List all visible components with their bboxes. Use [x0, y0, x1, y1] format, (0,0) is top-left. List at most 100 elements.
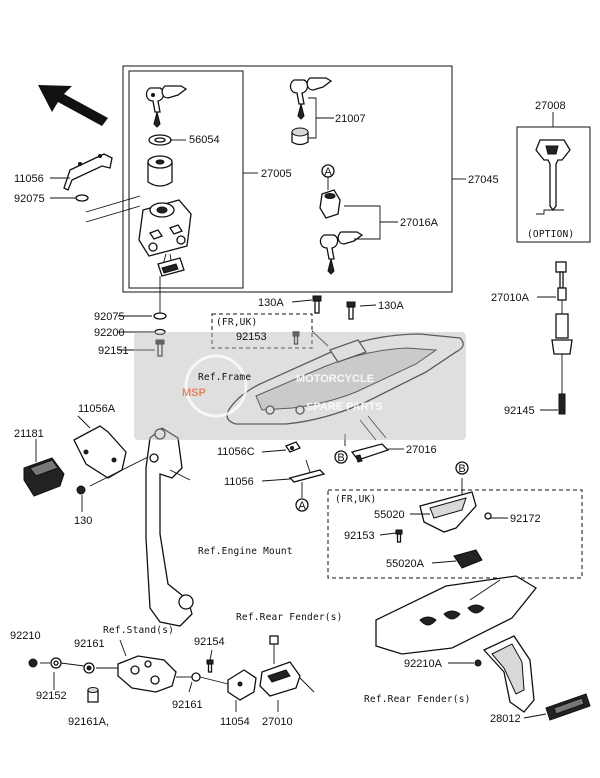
- collar-92161-bottom: [191, 672, 201, 682]
- rear-fender: [375, 575, 537, 655]
- label-11056C: 11056C: [217, 446, 255, 458]
- label-92210A: 92210A: [404, 658, 443, 670]
- label-27016A: 27016A: [400, 217, 439, 229]
- washer-92200: [154, 328, 166, 336]
- ref-frame-label: Ref.Frame: [198, 372, 251, 383]
- bolt-92151: [155, 339, 165, 357]
- switch-27010A: [551, 261, 573, 415]
- fr-uk-upper-outline: [211, 313, 313, 349]
- fr-uk-lower-outline: [327, 489, 583, 579]
- callout-b-right: B: [455, 461, 469, 475]
- label-92153-lower: 92153: [344, 530, 375, 542]
- watermark: MSP MOTORCYCLE SPARE PARTS: [134, 332, 466, 440]
- collar-92161A: [87, 687, 99, 703]
- label-130: 130: [74, 515, 92, 527]
- label-11054: 11054: [220, 716, 250, 728]
- label-27010A: 27010A: [491, 292, 530, 304]
- relay-21181: [23, 457, 65, 497]
- label-27008: 27008: [535, 100, 566, 112]
- kit-27005-outline: [128, 70, 244, 289]
- ref-rear-fender-upper-label: Ref.Rear Fender(s): [236, 612, 343, 623]
- o-ring-56054: [148, 134, 172, 146]
- bolt-130A-left: [312, 295, 322, 314]
- svg-text:A: A: [324, 166, 332, 178]
- callout-a-bottom: A: [295, 498, 309, 512]
- bolt-92153-lower: [395, 529, 403, 543]
- callout-a-top: A: [321, 164, 335, 190]
- fr-uk-upper-label: (FR,UK): [216, 317, 257, 328]
- label-92161-bottom: 92161: [172, 699, 203, 711]
- watermark-tagline: SPARE PARTS: [306, 401, 383, 413]
- label-28012: 28012: [490, 713, 521, 725]
- nut-92210A: [474, 659, 482, 667]
- ignition-switch-body: [138, 199, 192, 277]
- label-55020: 55020: [374, 509, 405, 521]
- bracket-11056A: [73, 425, 127, 479]
- label-11056: 11056: [14, 173, 44, 185]
- label-55020A: 55020A: [386, 558, 425, 570]
- bolt-130A-right: [346, 301, 356, 320]
- side-stand-switch-27010: [259, 635, 315, 697]
- stand-bracket: [117, 655, 177, 693]
- washer-92075-top: [75, 194, 89, 202]
- clip-11056C: [285, 441, 301, 453]
- label-130A-right: 130A: [378, 300, 404, 312]
- key-21007-icon: [289, 77, 333, 120]
- svg-text:A: A: [298, 500, 306, 512]
- engine-mount-bracket: [145, 427, 194, 627]
- label-92075-top: 92075: [14, 193, 45, 205]
- reflector-28012: [545, 693, 591, 721]
- bracket-11056: [63, 153, 113, 191]
- label-92075-mid: 92075: [94, 311, 125, 323]
- ignition-cover: [147, 155, 173, 187]
- label-56054: 56054: [189, 134, 220, 146]
- callout-b-mid: B: [334, 450, 348, 464]
- label-92145: 92145: [504, 405, 535, 417]
- bolt-92153-upper: [292, 331, 300, 345]
- label-92200: 92200: [94, 327, 125, 339]
- washer-92075-mid: [153, 312, 167, 320]
- bolt-92172: [484, 512, 492, 520]
- label-92161-top: 92161: [74, 638, 105, 650]
- fr-uk-lower-label: (FR,UK): [335, 494, 376, 505]
- label-27010: 27010: [262, 716, 293, 728]
- label-21007: 21007: [335, 113, 366, 125]
- nut-92210: [28, 658, 38, 668]
- bracket-11054: [227, 669, 257, 701]
- screw-92154: [206, 659, 214, 673]
- license-bracket: [482, 635, 535, 713]
- label-92152: 92152: [36, 690, 67, 702]
- cover-55020A: [453, 549, 483, 569]
- svg-text:B: B: [458, 463, 465, 475]
- seat-lock-27016: [350, 443, 390, 463]
- label-27016: 27016: [406, 444, 437, 456]
- label-27005: 27005: [261, 168, 292, 180]
- watermark-brand: MOTORCYCLE: [296, 373, 374, 385]
- svg-text:B: B: [337, 452, 344, 464]
- label-92210: 92210: [10, 630, 41, 642]
- watermark-logo: MSP: [182, 387, 206, 399]
- label-27045: 27045: [468, 174, 499, 186]
- ref-rear-fender-lower-label: Ref.Rear Fender(s): [364, 694, 471, 705]
- label-21181: 21181: [14, 428, 44, 440]
- option-key-box: [516, 126, 591, 243]
- label-92153-upper: 92153: [236, 331, 267, 343]
- label-92154: 92154: [194, 636, 225, 648]
- label-92151: 92151: [98, 345, 129, 357]
- washer-92152: [50, 657, 62, 669]
- ref-stand-label: Ref.Stand(s): [103, 625, 174, 636]
- key-27016A-icon: [319, 231, 364, 275]
- front-direction-arrow-icon: [38, 85, 108, 126]
- bracket-11056-lower: [288, 459, 326, 483]
- label-92161A: 92161A,: [68, 716, 109, 728]
- option-label: (OPTION): [527, 229, 574, 240]
- bolt-130: [76, 485, 86, 495]
- seat-lock-27016A: [319, 189, 341, 219]
- key-27005-icon: [145, 85, 188, 128]
- label-11056-lower: 11056: [224, 476, 254, 488]
- seat-frame: [226, 333, 464, 441]
- key-cap-21007: [291, 127, 309, 146]
- label-130A-left: 130A: [258, 297, 284, 309]
- label-92172: 92172: [510, 513, 541, 525]
